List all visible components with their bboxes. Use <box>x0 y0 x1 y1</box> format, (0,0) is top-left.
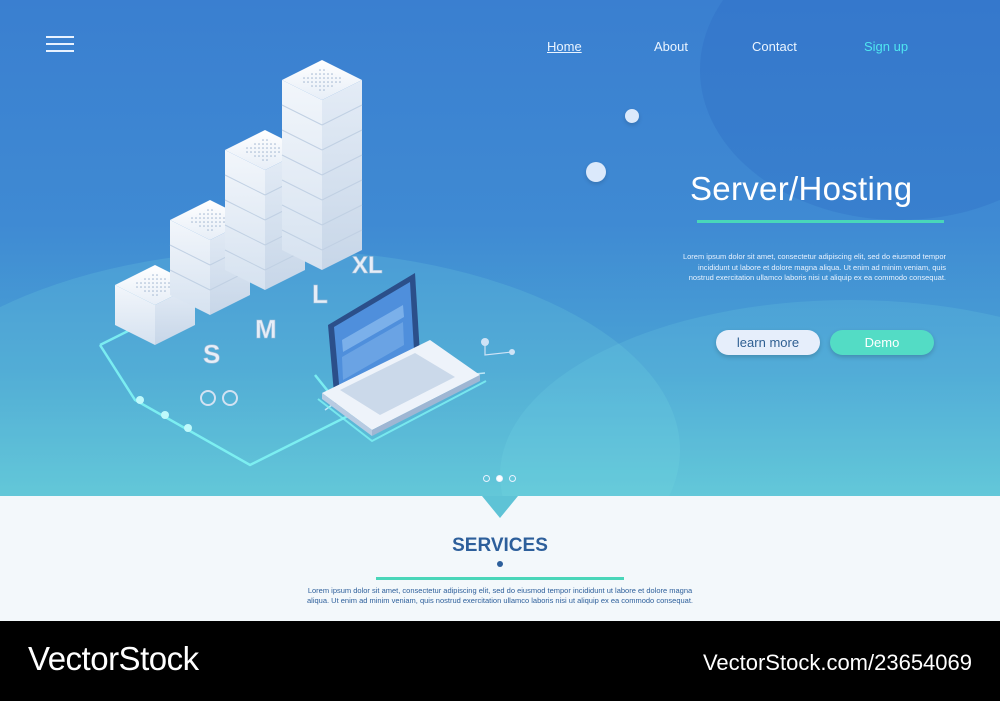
size-letter-l: L <box>312 279 328 309</box>
hero-description: Lorem ipsum dolor sit amet, consectetur … <box>682 252 946 282</box>
server-rack-icon <box>281 60 363 270</box>
learn-more-button[interactable]: learn more <box>716 330 820 355</box>
nav-link-signup[interactable]: Sign up <box>864 39 909 54</box>
nav-link-home[interactable]: Home <box>547 39 582 54</box>
section-pointer <box>482 496 518 518</box>
size-letter-m: M <box>255 314 277 344</box>
gears-icon <box>200 390 238 406</box>
decorative-bubble <box>586 162 606 182</box>
services-description: Lorem ipsum dolor sit amet, consectetur … <box>306 586 694 605</box>
server-hosting-illustration: S M L XL <box>98 60 515 467</box>
stock-id: VectorStock.com/23654069 <box>702 650 972 675</box>
demo-button[interactable]: Demo <box>830 330 934 355</box>
hamburger-menu-icon[interactable] <box>46 36 74 54</box>
watermark-footer <box>0 621 1000 701</box>
size-letter-xl: XL <box>352 252 383 279</box>
brand-logo: VectorStock <box>28 640 199 677</box>
carousel-dot[interactable] <box>509 475 516 482</box>
hero-section: Home About Contact Sign up <box>0 0 1000 496</box>
nav-link-about[interactable]: About <box>654 39 688 54</box>
services-title: SERVICES <box>452 535 548 556</box>
laptop-icon <box>317 273 487 443</box>
title-underline <box>697 220 944 223</box>
hero-title: Server/Hosting <box>690 170 913 207</box>
services-bullet <box>497 561 503 567</box>
services-underline <box>376 577 624 580</box>
carousel-dot[interactable] <box>483 475 490 482</box>
size-letter-s: S <box>203 339 220 369</box>
carousel-dot-active[interactable] <box>496 475 503 482</box>
nav-link-contact[interactable]: Contact <box>752 39 797 54</box>
decorative-bubble <box>625 109 639 123</box>
